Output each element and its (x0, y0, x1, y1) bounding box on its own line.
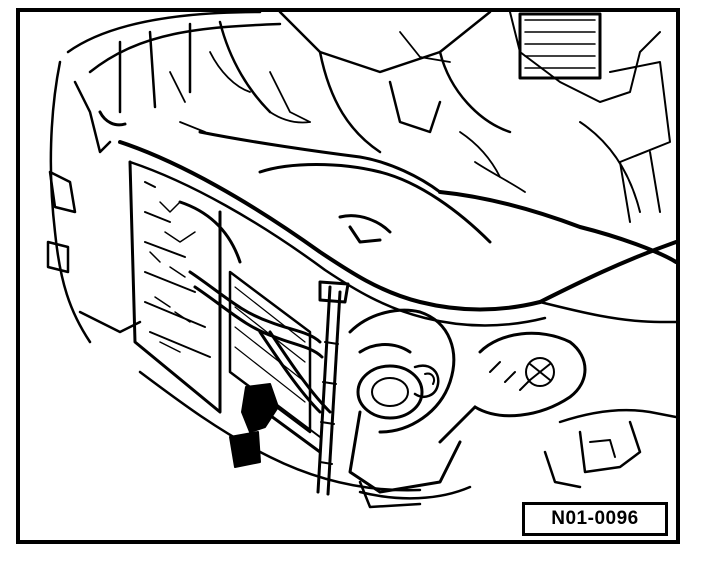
firewall-outline (66, 12, 512, 154)
left-fender (46, 60, 142, 344)
strut-tower-right (509, 12, 671, 223)
hood-aperture (198, 130, 676, 264)
front-cross-member (118, 140, 676, 327)
headlight-housing (348, 308, 462, 494)
vehicle-front-end-drawing (46, 12, 676, 509)
figure-frame: N01-0096 (16, 8, 680, 544)
latch-support-post (316, 280, 350, 496)
right-fender (538, 300, 676, 489)
figure-reference-code: N01-0096 (551, 508, 639, 529)
engine-detail-lines (169, 31, 526, 193)
radiator-core (128, 160, 312, 434)
bumper-lower-edge (138, 370, 472, 509)
figure-reference-box: N01-0096 (522, 502, 668, 536)
latch-release-tool (229, 383, 322, 468)
right-headlight (438, 331, 587, 444)
coolant-hoses (178, 200, 332, 414)
